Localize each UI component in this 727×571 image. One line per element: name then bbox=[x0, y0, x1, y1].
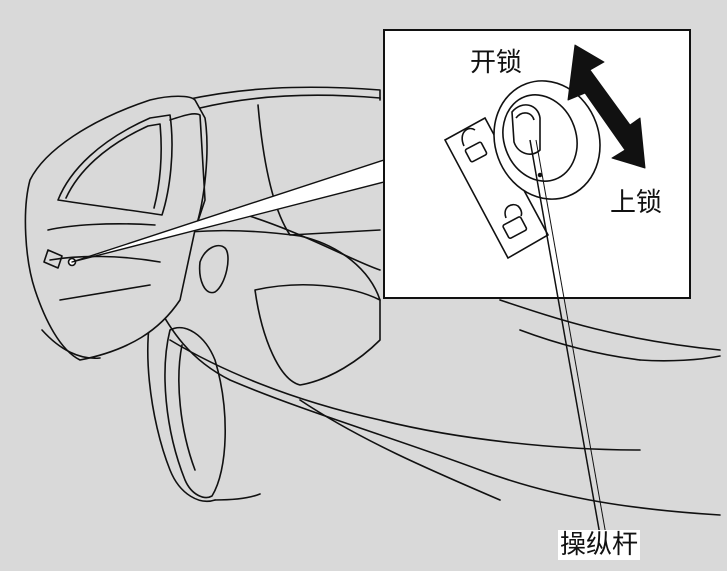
knob-dot bbox=[537, 172, 543, 178]
rear-pillar-line bbox=[257, 104, 381, 236]
child-lock-location bbox=[43, 249, 63, 269]
double-arrow-icon bbox=[567, 44, 646, 169]
lock-padlock-icon bbox=[502, 203, 528, 239]
door-window-inner bbox=[65, 123, 162, 209]
front-body-line bbox=[499, 299, 721, 351]
door-pocket-line bbox=[59, 284, 151, 301]
front-edge bbox=[639, 355, 721, 362]
quarter-window bbox=[254, 284, 381, 386]
unlock-padlock-icon bbox=[461, 127, 488, 163]
lock-indicator-plate bbox=[443, 116, 550, 260]
unlock-label: 开锁 bbox=[470, 48, 523, 78]
ground-line bbox=[214, 493, 261, 501]
fuel-door bbox=[198, 244, 229, 294]
lower-body-line bbox=[154, 299, 721, 516]
car-illustration bbox=[24, 86, 721, 516]
door-edge bbox=[169, 113, 206, 231]
roof-inner-line bbox=[199, 94, 381, 109]
beltline bbox=[229, 209, 381, 271]
roof-line bbox=[184, 86, 381, 101]
door-trim-line bbox=[47, 223, 156, 231]
indicator-plate bbox=[443, 116, 550, 260]
lever-knob-highlight bbox=[515, 112, 535, 121]
front-crease bbox=[519, 329, 641, 361]
lever-leader-line bbox=[529, 139, 607, 536]
lower-crease bbox=[299, 399, 501, 501]
tire-tread-line bbox=[178, 344, 196, 471]
door-panel-line bbox=[49, 255, 161, 263]
wheel-arch bbox=[147, 299, 216, 502]
inset-detail bbox=[383, 29, 691, 299]
door-window-frame bbox=[57, 114, 173, 216]
lever-knob-icon bbox=[493, 80, 601, 200]
lever-label: 操纵杆 bbox=[558, 530, 641, 560]
rocker-line bbox=[169, 339, 641, 451]
lock-label: 上锁 bbox=[610, 188, 663, 218]
body-shoulder bbox=[159, 229, 381, 301]
door-bottom-line bbox=[41, 329, 101, 360]
rear-tire bbox=[164, 326, 226, 499]
